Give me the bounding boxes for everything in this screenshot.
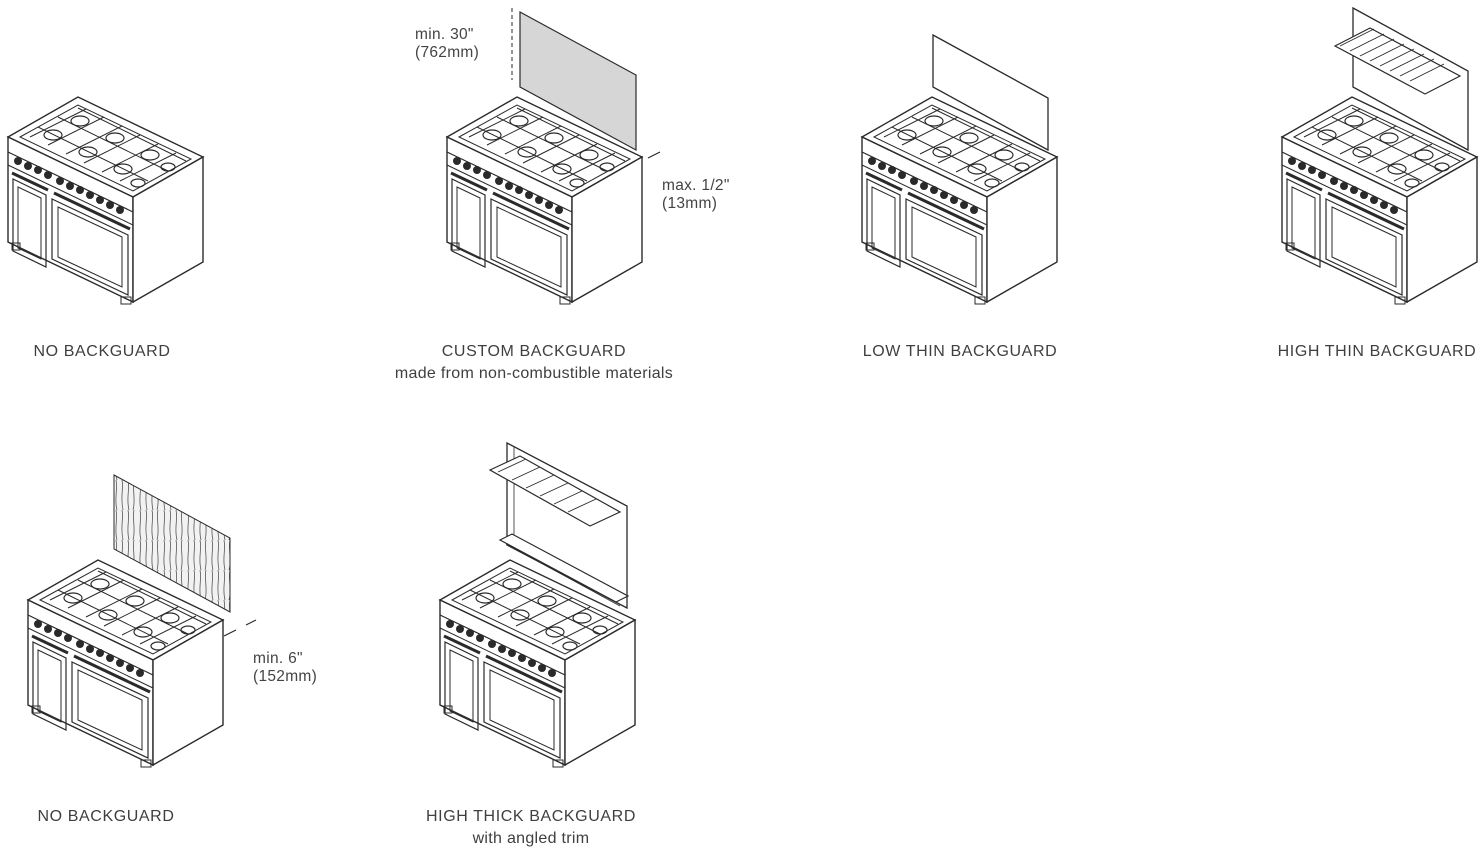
range-custom-backguard bbox=[445, 8, 661, 306]
wood-gap-dimension: min. 6" (152mm) bbox=[253, 650, 317, 686]
custom-height-imperial: min. 30" bbox=[415, 26, 474, 43]
range-high-thin-backguard bbox=[1280, 6, 1479, 306]
custom-height-metric: (762mm) bbox=[415, 44, 480, 61]
caption-title: CUSTOM BACKGUARD bbox=[441, 343, 627, 360]
angled-trim bbox=[498, 533, 630, 607]
caption-title: NO BACKGUARD bbox=[37, 808, 175, 825]
wood-wall-panel bbox=[113, 474, 231, 613]
low-thin-backguard-panel bbox=[932, 33, 1049, 152]
caption-no-backguard-1: NO BACKGUARD bbox=[2, 343, 202, 361]
gap-tick bbox=[647, 151, 661, 159]
wood-gap-imperial: min. 6" bbox=[253, 650, 303, 667]
gap-tick bbox=[223, 629, 237, 637]
warming-shelf bbox=[488, 455, 622, 527]
caption-title: NO BACKGUARD bbox=[33, 343, 171, 360]
caption-low-thin-backguard: LOW THIN BACKGUARD bbox=[840, 343, 1080, 361]
caption-subtitle: made from non-combustible materials bbox=[394, 365, 674, 382]
custom-gap-imperial: max. 1/2" bbox=[662, 177, 730, 194]
caption-custom-backguard: CUSTOM BACKGUARD made from non-combustib… bbox=[374, 343, 694, 383]
range-wood-wall bbox=[26, 474, 257, 769]
wood-gap-metric: (152mm) bbox=[253, 668, 318, 685]
caption-title: HIGH THICK BACKGUARD bbox=[426, 808, 636, 825]
caption-no-backguard-2: NO BACKGUARD bbox=[6, 808, 206, 826]
caption-high-thick-backguard: HIGH THICK BACKGUARD with angled trim bbox=[391, 808, 671, 848]
warming-shelf bbox=[1333, 27, 1462, 95]
custom-gap-metric: (13mm) bbox=[662, 195, 718, 212]
custom-gap-dimension: max. 1/2" (13mm) bbox=[662, 177, 730, 213]
custom-height-dimension: min. 30" (762mm) bbox=[415, 26, 479, 62]
range-high-thick-backguard bbox=[438, 441, 637, 769]
custom-backguard-panel bbox=[519, 10, 637, 152]
caption-high-thin-backguard: HIGH THIN BACKGUARD bbox=[1270, 343, 1484, 361]
caption-subtitle: with angled trim bbox=[472, 830, 590, 847]
range-low-thin-backguard bbox=[860, 33, 1059, 306]
caption-title: LOW THIN BACKGUARD bbox=[862, 343, 1058, 360]
range-no-backguard-1 bbox=[6, 95, 205, 306]
caption-title: HIGH THIN BACKGUARD bbox=[1277, 343, 1477, 360]
